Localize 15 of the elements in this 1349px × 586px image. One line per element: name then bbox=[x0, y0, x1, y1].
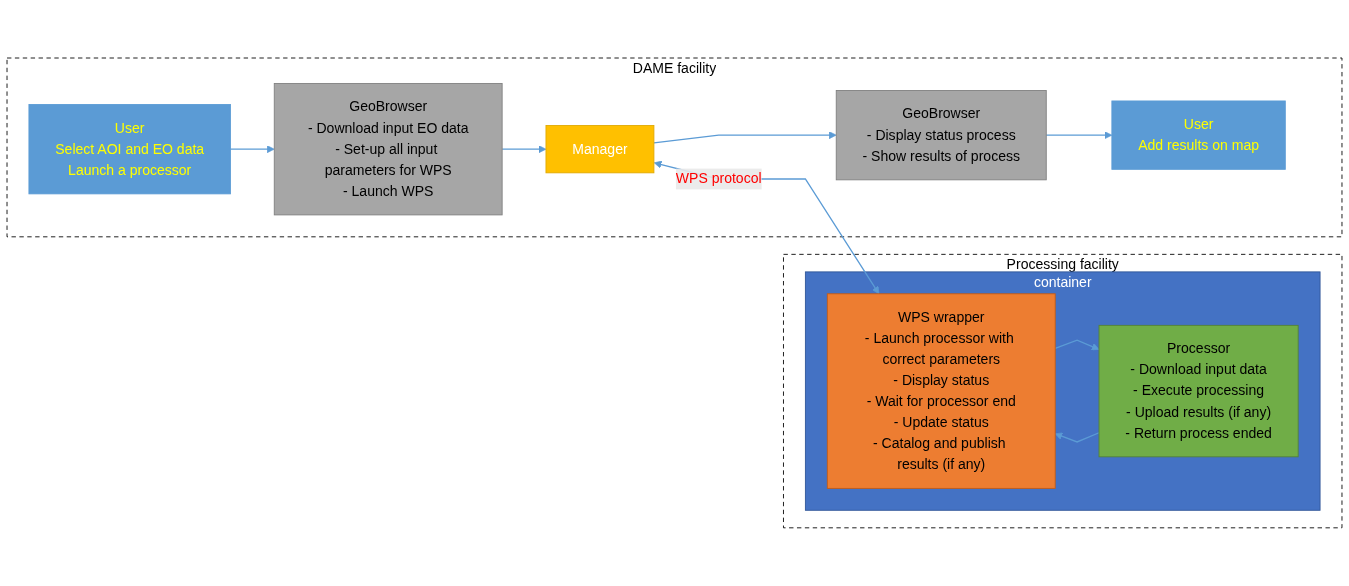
arrow bbox=[229, 145, 275, 154]
arrow bbox=[653, 131, 837, 144]
node-box: User Select AOI and EO data Launch a processor bbox=[28, 104, 231, 195]
arrow bbox=[501, 145, 547, 154]
node-box: WPS wrapper - Launch processor with correct parameters - Display status - Wait for processor end - Update status - Catalog and publish results (if any) bbox=[826, 293, 1056, 489]
node-box: GeoBrowser - Display status process - Show results of process bbox=[835, 90, 1047, 181]
arrow bbox=[1045, 131, 1113, 140]
arrow bbox=[653, 160, 880, 295]
node-box: Manager bbox=[545, 125, 655, 174]
arrow bbox=[1054, 339, 1100, 351]
arrow bbox=[1054, 432, 1100, 443]
node-box: GeoBrowser - Download input EO data - Set-up all input parameters for WPS - Launch WPS bbox=[273, 83, 503, 216]
node-box: Processor - Download input data - Execute processing - Upload results (if any) - Return process ended bbox=[1098, 325, 1299, 458]
edge-label: WPS protocol bbox=[675, 171, 762, 187]
node-box: User Add results on map bbox=[1111, 100, 1286, 170]
